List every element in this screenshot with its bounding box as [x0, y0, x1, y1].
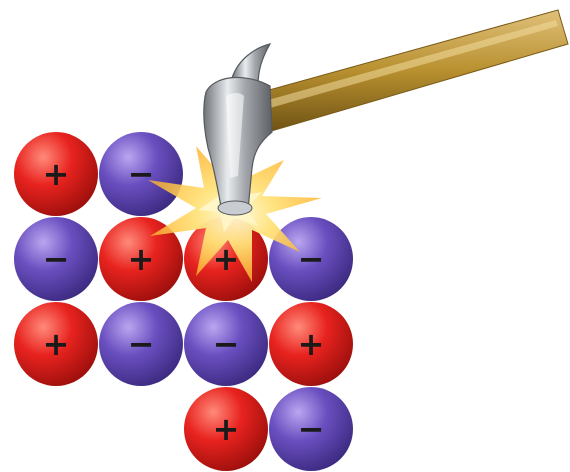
anion-sphere: −: [269, 387, 353, 471]
anion-sphere: −: [99, 132, 183, 216]
ion-charge-label: −: [213, 325, 240, 363]
ion-charge-label: −: [128, 325, 155, 363]
cation-sphere: +: [14, 302, 98, 386]
ion-charge-label: −: [298, 410, 325, 448]
anion-sphere: −: [14, 217, 98, 301]
ion-charge-label: +: [43, 155, 70, 193]
ion-charge-label: +: [298, 325, 325, 363]
cation-sphere: +: [184, 387, 268, 471]
anion-sphere: −: [99, 302, 183, 386]
hammer-handle: [262, 10, 568, 132]
anion-sphere: −: [269, 217, 353, 301]
ion-charge-label: −: [298, 240, 325, 278]
ion-charge-label: −: [43, 240, 70, 278]
ion-charge-label: +: [43, 325, 70, 363]
ion-lattice: +−−++−+−−++−: [14, 132, 353, 471]
ion-charge-label: +: [128, 240, 155, 278]
cation-sphere: +: [269, 302, 353, 386]
cation-sphere: +: [14, 132, 98, 216]
ion-charge-label: +: [213, 410, 240, 448]
ion-charge-label: −: [128, 155, 155, 193]
anion-sphere: −: [184, 302, 268, 386]
